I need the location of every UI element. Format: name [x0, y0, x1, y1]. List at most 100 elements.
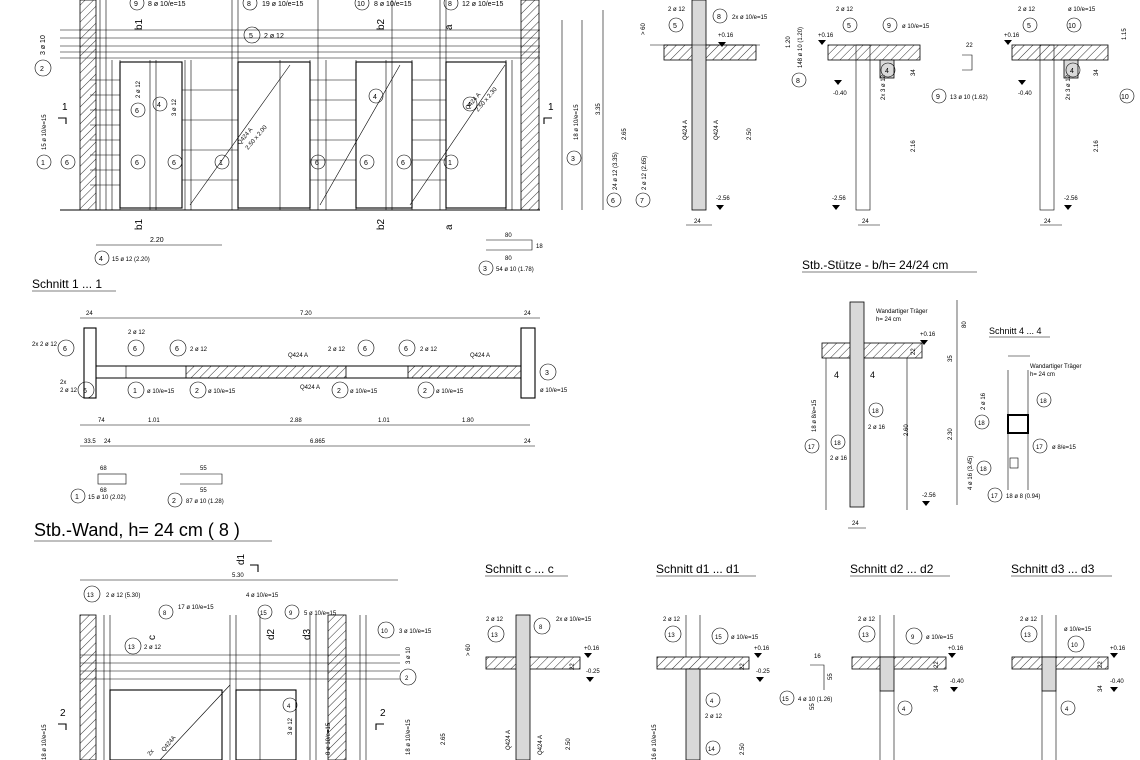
svg-text:68: 68: [100, 466, 107, 472]
svg-text:2x: 2x: [60, 380, 66, 386]
svg-text:6.865: 6.865: [310, 439, 326, 445]
svg-text:5 ø 10/e=15: 5 ø 10/e=15: [304, 611, 337, 617]
svg-text:3.35: 3.35: [596, 103, 602, 115]
svg-text:6: 6: [175, 346, 179, 353]
svg-text:87 ø 10 (1.28): 87 ø 10 (1.28): [186, 499, 224, 505]
svg-text:1: 1: [75, 494, 79, 501]
svg-text:b2: b2: [376, 18, 387, 30]
svg-text:-2.56: -2.56: [832, 196, 846, 202]
svg-text:2.50: 2.50: [566, 738, 572, 750]
svg-text:3 ø 10: 3 ø 10: [40, 35, 47, 55]
svg-text:24: 24: [524, 311, 531, 317]
stb-stuetze-section: Stb.-Stütze - b/h= 24/24 cm Wandartiger …: [802, 258, 1081, 529]
svg-text:24: 24: [1044, 219, 1051, 225]
svg-text:15: 15: [715, 635, 722, 641]
svg-text:2.60: 2.60: [904, 424, 910, 436]
svg-text:ø 10/e=15: ø 10/e=15: [147, 389, 175, 395]
svg-text:55: 55: [200, 466, 207, 472]
top-right-sections: 24 +0.16 -2.56 2.50 Q424 A Q424 A > 60 5…: [641, 0, 1135, 226]
svg-text:13: 13: [668, 633, 675, 639]
svg-text:18: 18: [978, 421, 985, 427]
svg-text:4: 4: [710, 699, 714, 705]
svg-text:18: 18: [1040, 399, 1047, 405]
svg-text:Q424 A: Q424 A: [538, 735, 544, 755]
svg-text:+0.16: +0.16: [584, 646, 600, 652]
svg-text:5.30: 5.30: [232, 573, 244, 579]
svg-text:2 ø 12: 2 ø 12: [1020, 617, 1038, 623]
svg-text:2x: 2x: [147, 749, 156, 758]
svg-text:2x 3 ø 12: 2x 3 ø 12: [881, 74, 887, 100]
svg-text:68: 68: [100, 488, 107, 494]
svg-text:9: 9: [134, 1, 138, 8]
svg-text:13: 13: [491, 633, 498, 639]
svg-text:ø 10/e=15: ø 10/e=15: [926, 635, 954, 641]
svg-text:1.20: 1.20: [786, 36, 792, 48]
svg-text:Wandartiger Träger: Wandartiger Träger: [876, 309, 927, 315]
svg-text:-0.25: -0.25: [586, 669, 600, 675]
svg-text:54 ø 10 (1.78): 54 ø 10 (1.78): [496, 267, 534, 273]
svg-text:+0.16: +0.16: [1004, 33, 1020, 39]
svg-text:16: 16: [814, 654, 821, 660]
svg-text:ø 8/e=15: ø 8/e=15: [1052, 445, 1077, 451]
svg-text:ø 10/e=15: ø 10/e=15: [350, 389, 378, 395]
svg-text:b2: b2: [376, 218, 387, 230]
svg-text:4: 4: [1070, 68, 1074, 75]
svg-text:2 ø 12: 2 ø 12: [128, 330, 146, 336]
svg-text:18: 18: [872, 409, 879, 415]
svg-text:2 ø 12 (5.30): 2 ø 12 (5.30): [106, 593, 140, 599]
svg-text:2 ø 12: 2 ø 12: [190, 347, 208, 353]
svg-text:2 ø 12: 2 ø 12: [705, 714, 723, 720]
svg-text:13 ø 10 (1.62): 13 ø 10 (1.62): [950, 95, 988, 101]
svg-text:8 ø 10/e=15: 8 ø 10/e=15: [148, 1, 186, 8]
svg-text:5: 5: [1027, 23, 1031, 30]
svg-text:9: 9: [936, 94, 940, 101]
svg-text:Q424 A: Q424 A: [714, 120, 720, 140]
svg-text:2 ø 12 (2.65): 2 ø 12 (2.65): [642, 156, 648, 190]
svg-text:6: 6: [315, 160, 319, 167]
svg-text:10: 10: [1068, 23, 1076, 30]
svg-text:-0.40: -0.40: [833, 91, 847, 97]
svg-text:24: 24: [86, 311, 93, 317]
svg-text:15 ø 12 (2.20): 15 ø 12 (2.20): [112, 257, 150, 263]
svg-text:5: 5: [249, 33, 253, 40]
svg-text:8 ø 10/e=15: 8 ø 10/e=15: [326, 722, 332, 755]
stb-wand-heading: Stb.-Wand, h= 24 cm ( 8 ): [34, 520, 272, 542]
svg-text:4: 4: [834, 370, 839, 380]
svg-text:1.01: 1.01: [148, 418, 160, 424]
svg-text:22: 22: [911, 348, 917, 355]
svg-text:6: 6: [364, 160, 368, 167]
bottom-elevation: d1 5.30 2x Q424A 13 2 ø 12 (5.30) 8 17 ø…: [42, 553, 447, 760]
svg-text:+0.16: +0.16: [718, 33, 734, 39]
svg-text:18: 18: [980, 467, 987, 473]
svg-text:-0.40: -0.40: [1018, 91, 1032, 97]
svg-text:13: 13: [862, 633, 869, 639]
svg-text:2 ø 12: 2 ø 12: [420, 347, 438, 353]
svg-text:-0.40: -0.40: [1110, 679, 1124, 685]
svg-text:Q424 A: Q424 A: [506, 730, 512, 750]
svg-text:ø 10/e=15: ø 10/e=15: [540, 388, 568, 394]
svg-text:14: 14: [708, 747, 715, 753]
svg-text:c: c: [147, 635, 158, 640]
svg-text:2 ø 12: 2 ø 12: [264, 33, 284, 40]
svg-text:24: 24: [694, 219, 701, 225]
svg-text:-0.25: -0.25: [756, 669, 770, 675]
svg-text:2.65: 2.65: [441, 733, 447, 745]
svg-text:1: 1: [548, 102, 554, 113]
svg-text:8: 8: [717, 14, 721, 21]
svg-text:1.15: 1.15: [1122, 28, 1128, 40]
svg-text:b1: b1: [134, 218, 145, 230]
svg-text:d2: d2: [266, 628, 277, 640]
svg-text:22: 22: [740, 663, 746, 670]
svg-text:4: 4: [99, 256, 103, 263]
svg-text:18: 18: [834, 441, 841, 447]
svg-text:16 ø 10/e=15: 16 ø 10/e=15: [652, 724, 658, 760]
svg-text:1: 1: [219, 160, 223, 167]
svg-text:ø 10/e=15: ø 10/e=15: [208, 389, 236, 395]
svg-text:55: 55: [828, 673, 834, 680]
svg-text:4 ø 10/e=15: 4 ø 10/e=15: [246, 593, 279, 599]
schnitt-1-1-section: Schnitt 1 ... 1 24 7.20 24 6 2x 2 ø 12 6…: [32, 277, 568, 508]
svg-text:6: 6: [363, 346, 367, 353]
svg-text:18 ø 10/e=15: 18 ø 10/e=15: [574, 104, 580, 140]
svg-text:55: 55: [810, 703, 816, 710]
svg-text:3: 3: [545, 370, 549, 377]
